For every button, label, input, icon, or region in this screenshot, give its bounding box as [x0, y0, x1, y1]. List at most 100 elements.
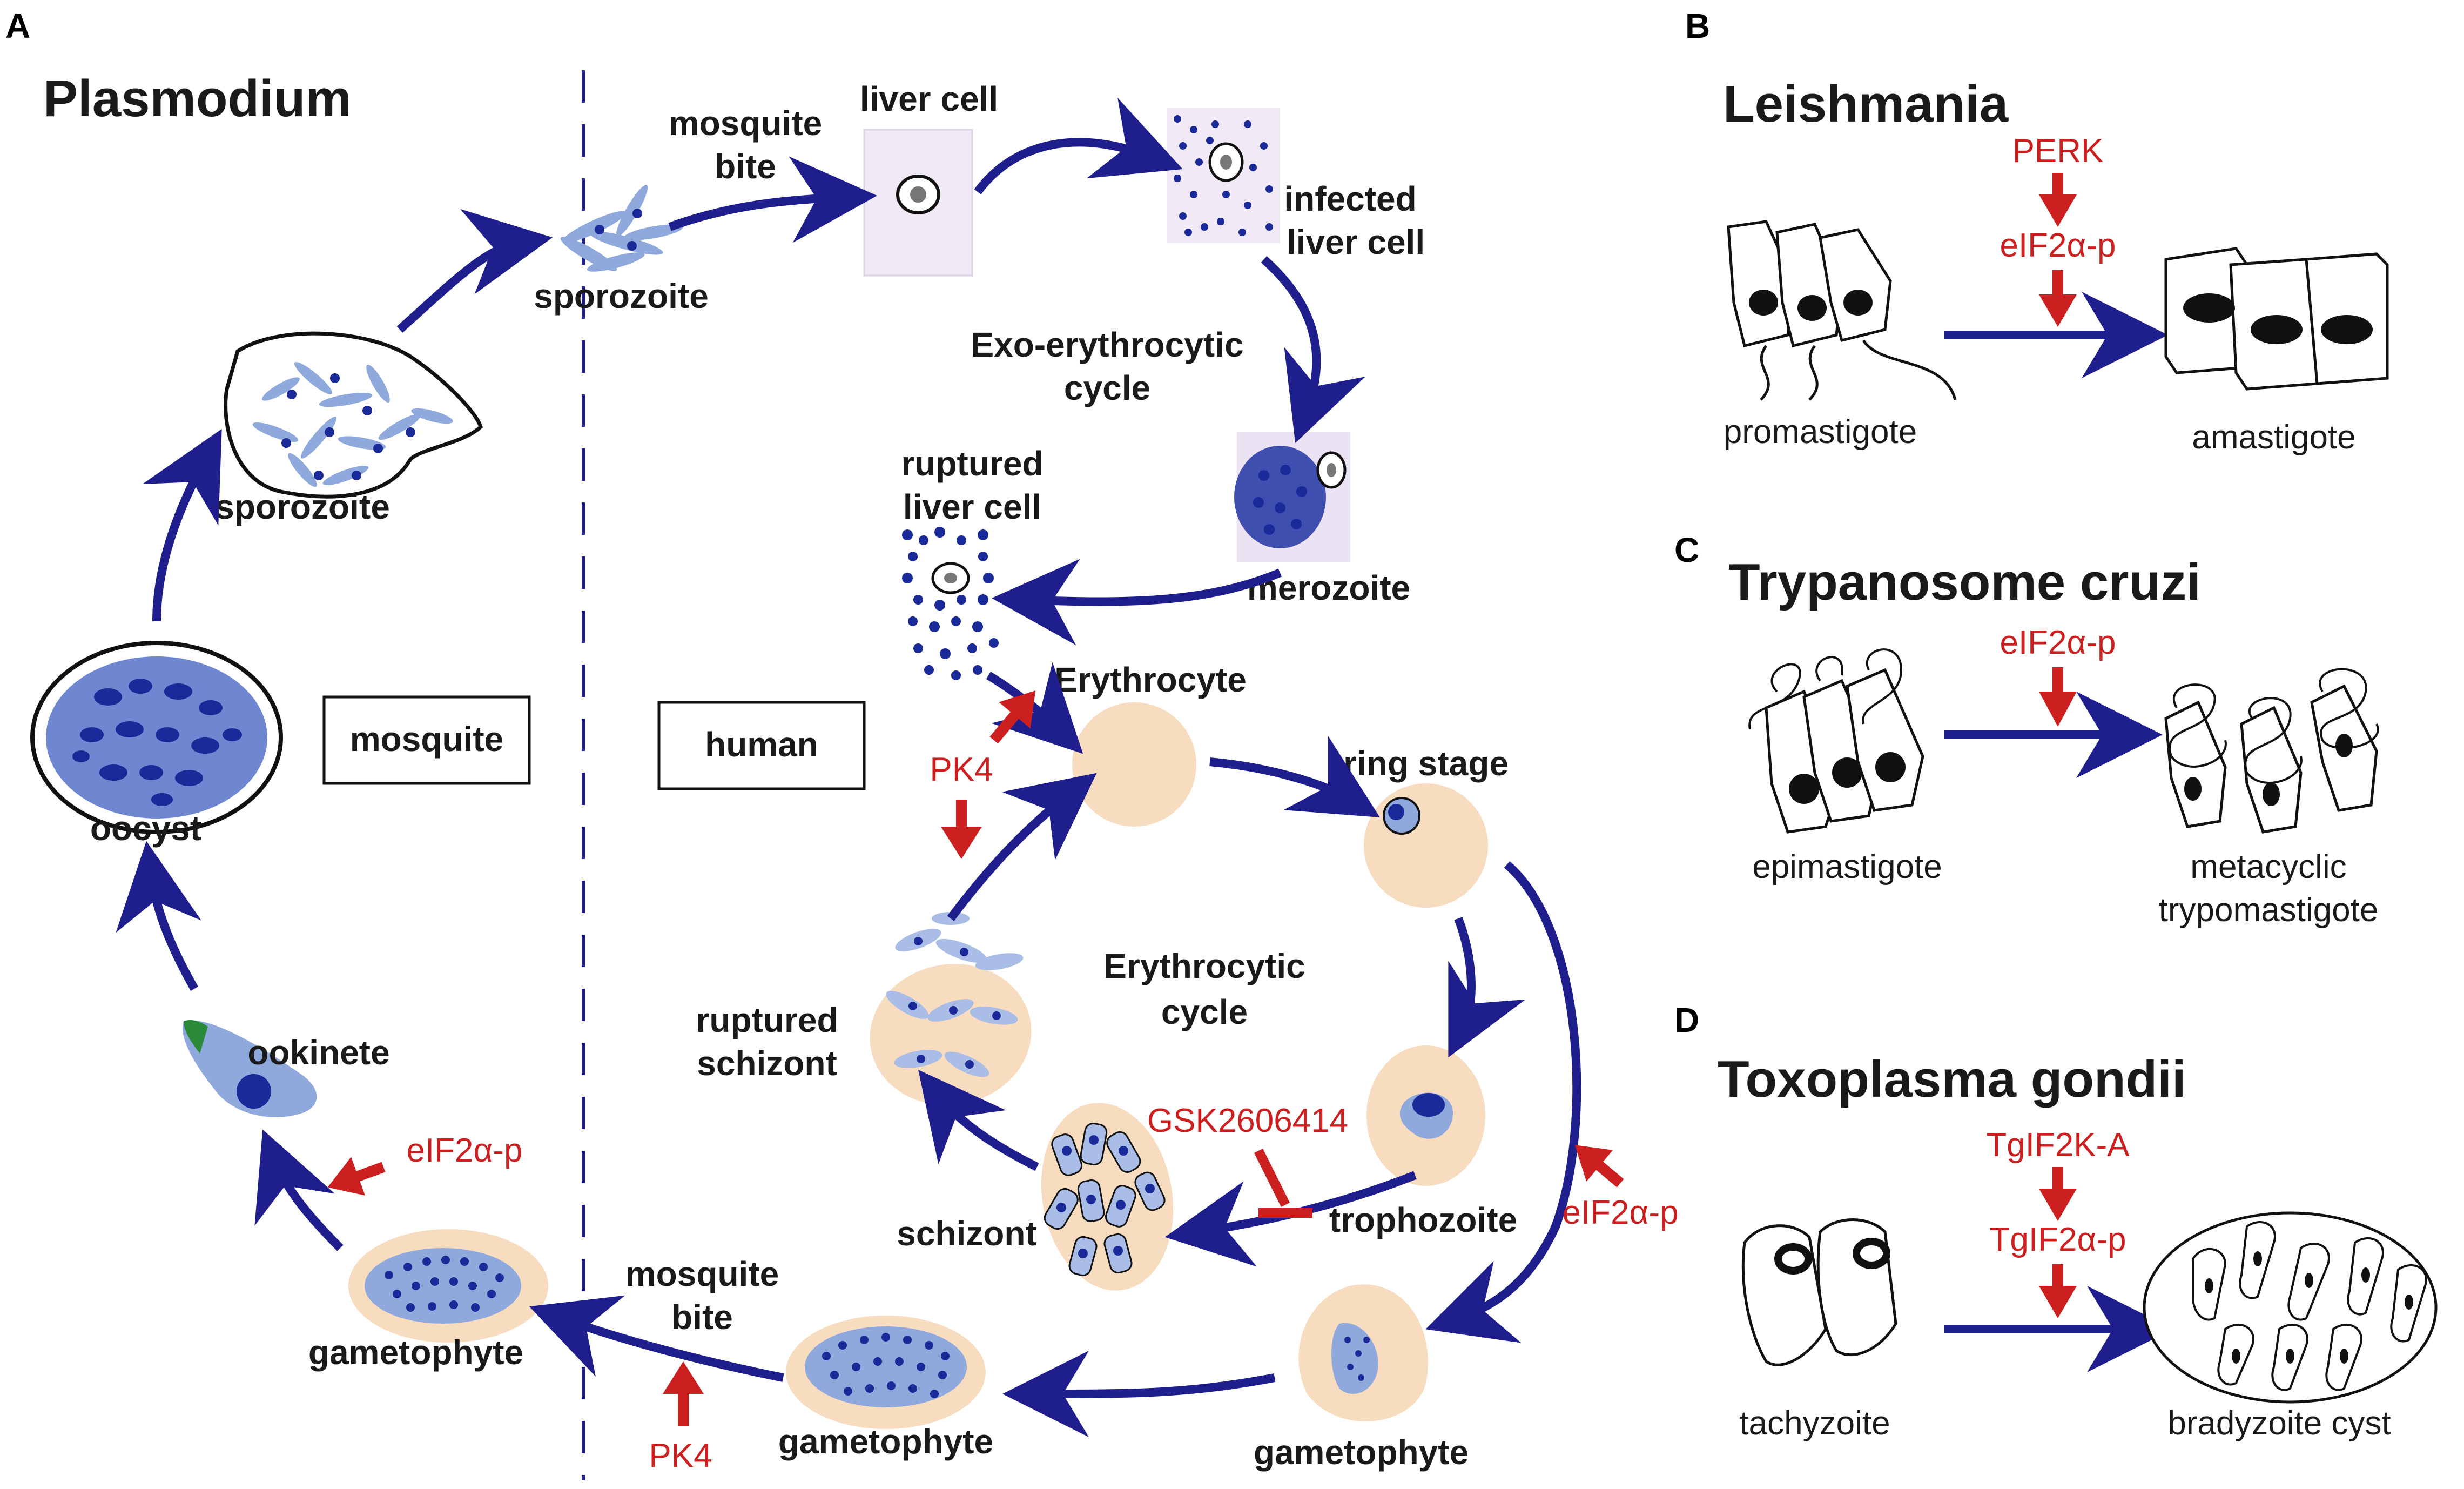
arrow-liver-to-infected [974, 97, 1183, 194]
promastigote-illustration [1727, 220, 1957, 401]
pk4-bottom-label: PK4 [649, 1437, 712, 1474]
ruptured-liver-label-1: ruptured [901, 444, 1043, 483]
leishmania-eif2a-arrow [2039, 270, 2077, 327]
tgif2k-a-label: TgIF2K-A [1986, 1126, 2130, 1164]
ookinete-illustration [183, 1020, 317, 1117]
arrow-sac-to-sporozoite [396, 209, 553, 333]
arrow-infected-to-merozoite [1261, 256, 1365, 444]
tgif2a-p-label: TgIF2α-p [1990, 1221, 2126, 1258]
tgif2a-p-arrow [2039, 1264, 2077, 1318]
trophozoite-illustration [1366, 1045, 1485, 1186]
gametophyte-left-label: gametophyte [308, 1333, 523, 1372]
tgif2k-a-arrow [2039, 1167, 2077, 1221]
mosquite-box-label: mosquite [350, 720, 503, 759]
mosquite-bite-top-label-1: mosquite [669, 104, 822, 143]
amastigote-label: amastigote [2192, 419, 2355, 456]
erythrocytic-label-2: cycle [1161, 992, 1248, 1031]
metacyclic-label-1: metacyclic [2190, 848, 2346, 886]
mosquite-bite-top-label-2: bite [715, 147, 776, 186]
eif2a-right-arrow [1574, 1145, 1624, 1188]
arrow-sporozoite-to-liver [668, 156, 877, 243]
mosquite-bite-bottom-label-2: bite [671, 1298, 733, 1337]
red-regulator-arrows [327, 690, 1624, 1426]
sporozoite-sac-illustration [224, 331, 483, 499]
arrow-merozoite-to-ruptured [992, 559, 1282, 646]
perk-label: PERK [2012, 132, 2104, 170]
sporozoite-mosquito-label: sporozoite [215, 487, 390, 526]
erythrocyte-label: Erythrocyte [1054, 660, 1247, 699]
ring-stage-illustration [1364, 783, 1488, 908]
gametophyte-middle-label: gametophyte [778, 1422, 993, 1461]
ruptured-liver-label-2: liver cell [903, 487, 1041, 526]
eif2a-left-arrow [327, 1157, 386, 1196]
toxoplasma-title: Toxoplasma gondii [1718, 1050, 2186, 1108]
infected-liver-label-1: infected [1284, 179, 1416, 218]
ookinete-label: ookinete [247, 1033, 389, 1072]
pk4-top-label: PK4 [930, 751, 993, 788]
arrow-ruptured-schizont-to-erythrocyte [947, 773, 1097, 921]
arrow-gametophyte-to-ookinete [254, 1129, 344, 1251]
oocyst-illustration [30, 641, 283, 834]
arrow-erythrocyte-to-ring [1209, 736, 1380, 817]
infected-liver-cell-illustration [1167, 108, 1280, 243]
pk4-bottom-arrow [663, 1361, 704, 1426]
eif2a-right-label: eIF2α-p [1562, 1194, 1678, 1231]
bradyzoite-cyst-label: bradyzoite cyst [2167, 1405, 2391, 1442]
metacyclic-illustration [2164, 668, 2379, 834]
pk4-lower-arrow [941, 800, 982, 859]
metacyclic-label-2: trypomastigote [2159, 891, 2379, 929]
arrow-ookinete-to-oocyst [116, 841, 201, 991]
promastigote-label: promastigote [1724, 413, 1917, 451]
exo-erythrocytic-label-2: cycle [1064, 368, 1150, 407]
sporozoite-human-label: sporozoite [534, 277, 709, 316]
panel-label-b: B [1685, 6, 1710, 45]
human-box: human [657, 701, 866, 790]
erythrocyte-illustration [1072, 702, 1196, 827]
plasmodium-title: Plasmodium [43, 70, 352, 128]
mosquite-box: mosquite [322, 695, 531, 785]
arrow-middle-to-left-gametophyte [529, 1295, 784, 1382]
plasmodium-cycle-arrows [116, 97, 1581, 1437]
arrow-ring-to-gametophyte [1425, 861, 1581, 1343]
tachyzoite-label: tachyzoite [1739, 1405, 1890, 1442]
ring-stage-label: ring stage [1343, 744, 1509, 783]
epimastigote-label: epimastigote [1752, 848, 1942, 886]
erythrocytic-label-1: Erythrocytic [1103, 947, 1305, 985]
infected-liver-label-2: liver cell [1287, 223, 1425, 261]
gsk-inhibition-bar [1254, 1148, 1312, 1218]
arrow-gametophyte-right-to-middle [1002, 1350, 1276, 1437]
ruptured-liver-cell-illustration [902, 527, 999, 680]
arrow-schizont-to-ruptured [918, 1070, 1039, 1171]
trypanosome-eif2a-arrow [2039, 667, 2077, 727]
gsk2606414-label: GSK2606414 [1147, 1102, 1348, 1139]
panel-label-a: A [5, 6, 30, 45]
trypanosome-title: Trypanosome cruzi [1728, 553, 2201, 611]
ruptured-schizont-label-2: schizont [697, 1044, 837, 1083]
exo-erythrocytic-label-1: Exo-erythrocytic [971, 325, 1243, 364]
ruptured-schizont-illustration [870, 912, 1032, 1105]
panel-label-c: C [1674, 531, 1699, 569]
arrow-ring-to-trophozoite [1448, 917, 1526, 1058]
leishmania-eif2a-label: eIF2α-p [2000, 227, 2116, 264]
tachyzoite-illustration [1741, 1218, 1897, 1366]
liver-cell-label: liver cell [860, 79, 998, 118]
merozoite-liver-cell-illustration [1234, 432, 1350, 562]
schizont-illustration [1041, 1103, 1174, 1291]
liver-cell-illustration [863, 129, 973, 277]
epimastigote-illustration [1748, 648, 1924, 834]
arrow-oocyst-to-sac [142, 428, 222, 622]
mosquite-bite-bottom-label-1: mosquite [625, 1255, 779, 1293]
eif2a-left-label: eIF2α-p [406, 1132, 522, 1169]
pk4-upper-arrow [989, 690, 1036, 744]
promastigote-nuclei [1749, 290, 1873, 321]
sporozoite-cluster-illustration [560, 185, 683, 272]
gametophyte-right-label: gametophyte [1254, 1433, 1469, 1472]
trophozoite-label: trophozoite [1329, 1200, 1517, 1239]
panel-label-d: D [1674, 1001, 1699, 1039]
schizont-label: schizont [897, 1214, 1037, 1253]
oocyst-label: oocyst [90, 809, 201, 848]
bradyzoite-cyst-illustration [2143, 1211, 2438, 1404]
perk-arrow [2039, 173, 2077, 227]
gametophyte-right-illustration [1298, 1284, 1428, 1421]
